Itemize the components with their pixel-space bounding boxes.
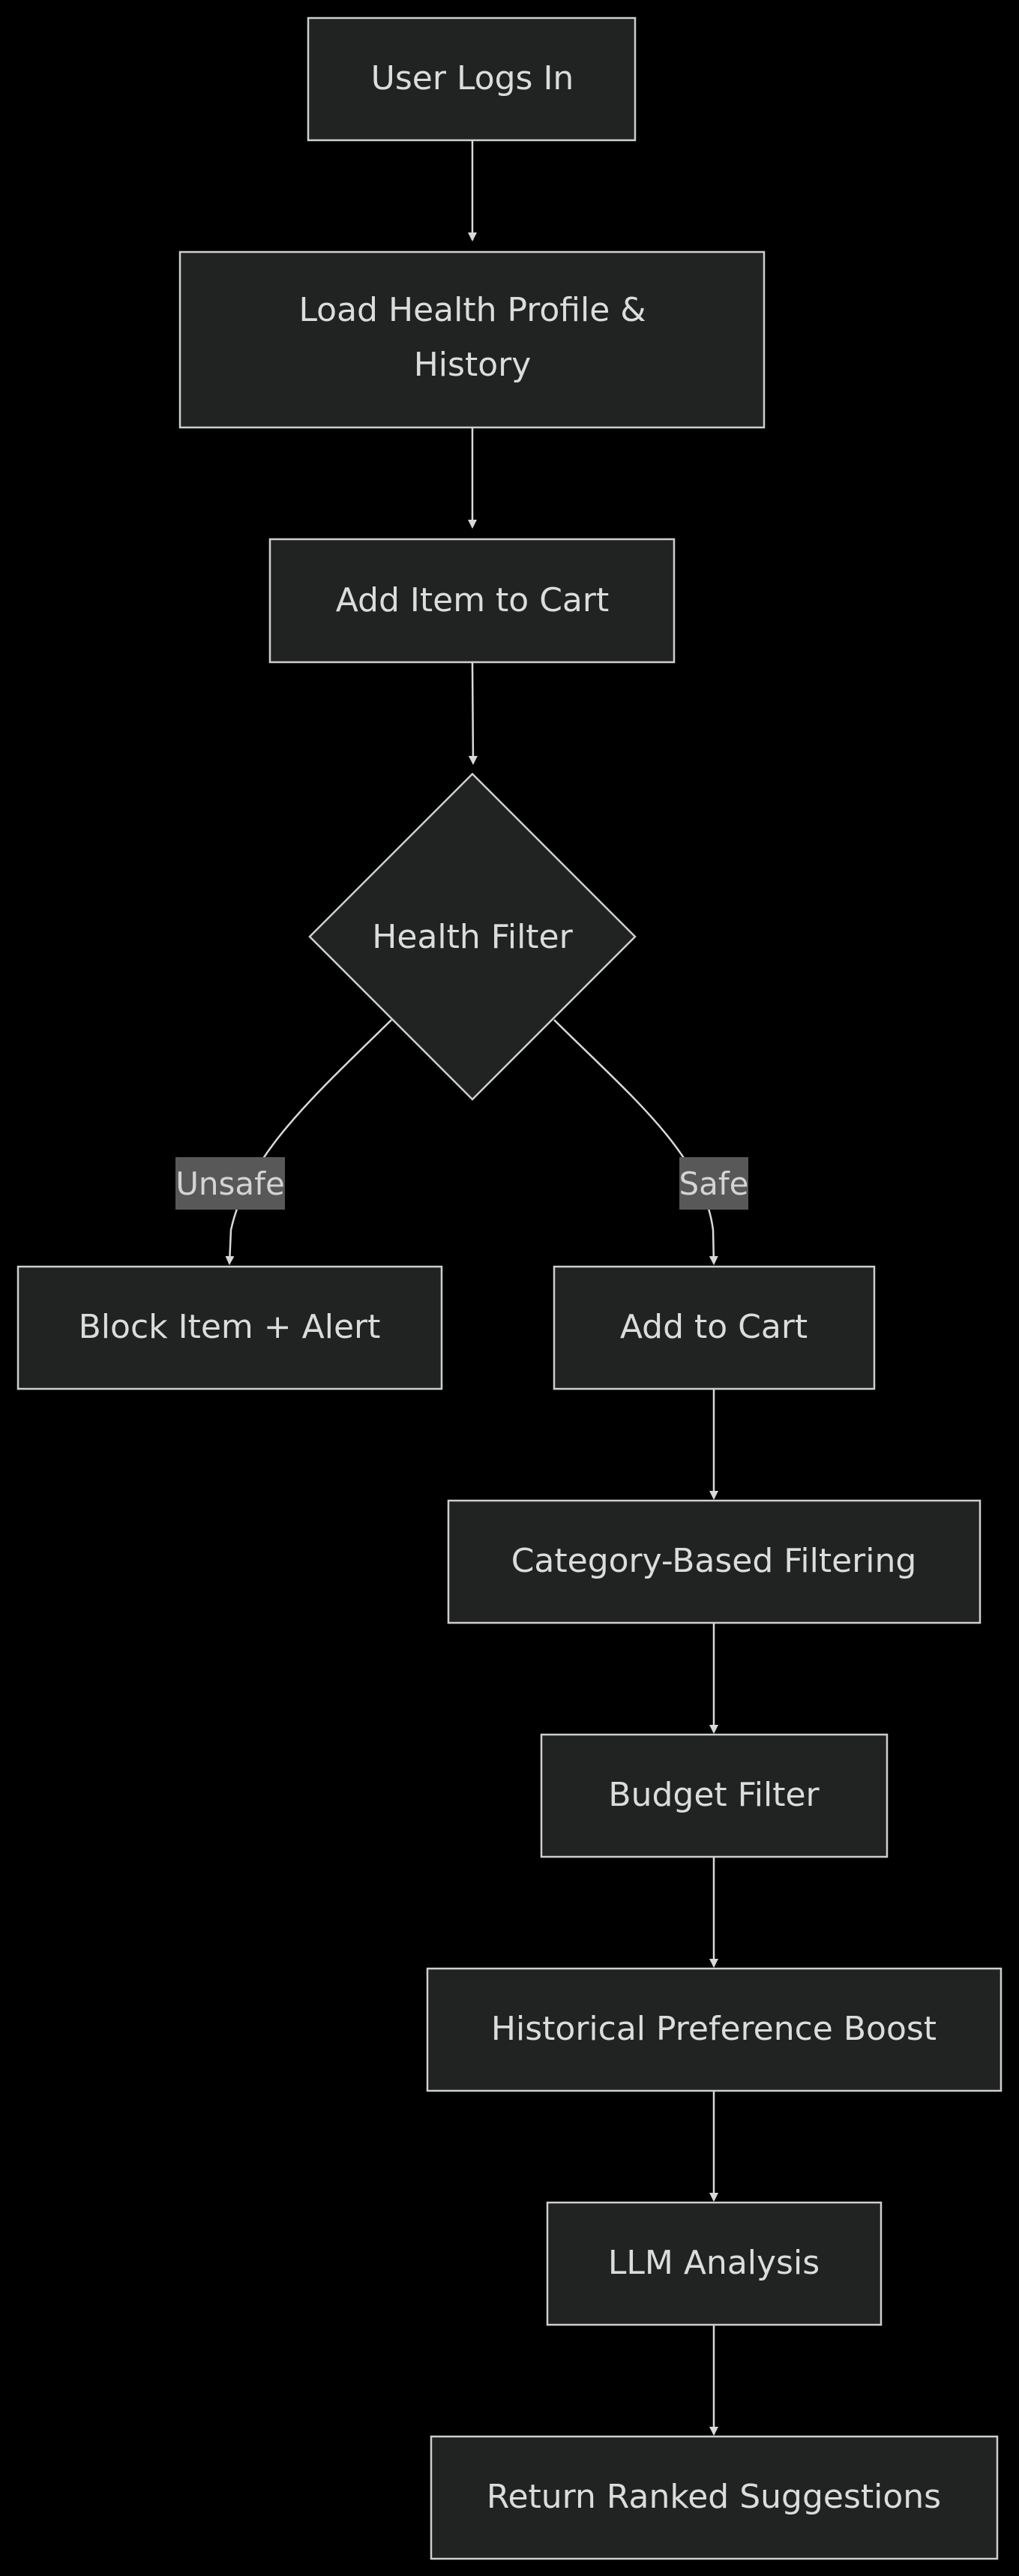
edge-label-safe: Safe xyxy=(679,1157,749,1210)
node-add-item-to-cart: Add Item to Cart xyxy=(268,538,676,664)
node-user-logs-in: User Logs In xyxy=(307,16,637,142)
edge-health-filter-to-add-cart xyxy=(553,1019,718,1265)
node-category-based-filtering-label: Category-Based Filtering xyxy=(511,1542,917,1580)
node-load-health-profile-label-line1: Load Health Profile & xyxy=(298,291,646,329)
node-health-filter-decision: Health Filter xyxy=(308,772,637,1101)
node-return-ranked-suggestions: Return Ranked Suggestions xyxy=(430,2435,999,2560)
node-block-item-alert-label: Block Item + Alert xyxy=(79,1308,381,1346)
node-load-health-profile-label-line2: History xyxy=(414,346,532,384)
node-health-filter-label: Health Filter xyxy=(372,918,573,956)
node-historical-preference-boost: Historical Preference Boost xyxy=(426,1967,1003,2092)
node-return-ranked-suggestions-label: Return Ranked Suggestions xyxy=(487,2478,941,2516)
node-category-based-filtering: Category-Based Filtering xyxy=(447,1499,982,1624)
node-budget-filter: Budget Filter xyxy=(540,1733,889,1858)
node-llm-analysis: LLM Analysis xyxy=(546,2201,883,2326)
node-budget-filter-label: Budget Filter xyxy=(608,1776,820,1814)
edge-add-item-to-health-filter xyxy=(468,661,478,765)
edge-health-filter-to-block xyxy=(225,1019,392,1265)
edge-label-unsafe: Unsafe xyxy=(175,1157,285,1210)
edge-label-unsafe-text: Unsafe xyxy=(175,1165,285,1202)
node-add-to-cart-label: Add to Cart xyxy=(620,1308,808,1346)
node-block-item-alert: Block Item + Alert xyxy=(16,1265,443,1390)
node-historical-preference-boost-label: Historical Preference Boost xyxy=(491,2010,937,2048)
node-add-to-cart: Add to Cart xyxy=(553,1265,876,1390)
node-llm-analysis-label: LLM Analysis xyxy=(608,2244,820,2282)
node-add-item-to-cart-label: Add Item to Cart xyxy=(336,581,610,619)
node-user-logs-in-label: User Logs In xyxy=(371,59,574,97)
node-load-health-profile: Load Health Profile & History xyxy=(178,250,766,429)
edge-label-safe-text: Safe xyxy=(679,1165,748,1202)
